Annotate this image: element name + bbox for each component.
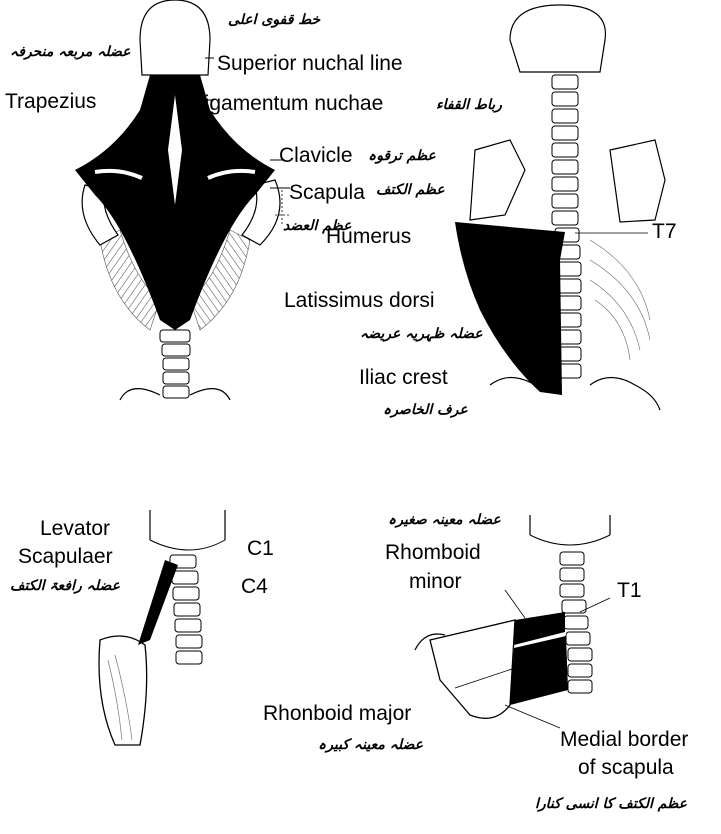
- superior-nuchal-line-urdu: خط قفوی اعلی: [228, 12, 320, 28]
- superior-nuchal-line-label: Superior nuchal line: [217, 53, 403, 75]
- levator-urdu: عضلہ رافعۃ الکتف: [10, 578, 120, 594]
- scapula-outline: [99, 636, 147, 745]
- head-outline: [530, 515, 610, 535]
- medial-border-label-line1: Medial border: [560, 729, 688, 751]
- spine-lower: [160, 330, 190, 398]
- medial-border-label-line2: of scapula: [578, 757, 674, 779]
- medial-border-urdu: عظم الکتف کا انسی کنارا: [535, 796, 687, 812]
- head-outline: [150, 510, 225, 540]
- rhomboid-major-urdu: عضلہ معینہ کبیرہ: [318, 737, 423, 753]
- rhomboid-major-label: Rhonboid major: [263, 703, 411, 725]
- scapula-urdu: عظم الکتف: [376, 182, 445, 198]
- c1-label: C1: [247, 538, 274, 560]
- head-outline: [510, 5, 605, 72]
- c4-label: C4: [241, 576, 268, 598]
- trapezius-urdu: عضلہ مربعہ منحرفہ: [10, 44, 131, 60]
- levator-scapulae-muscle: [138, 560, 178, 645]
- rhomboid-minor-urdu: عضلہ معینہ صغیرہ: [388, 512, 501, 528]
- clavicle-label: Clavicle: [279, 145, 353, 167]
- latissimus-muscle: [455, 222, 565, 395]
- scapula-label: Scapula: [289, 182, 365, 204]
- scapula-left: [470, 140, 525, 220]
- iliac-crest-label: Iliac crest: [359, 367, 448, 389]
- head-outline: [140, 0, 210, 75]
- levator-figure: [99, 510, 225, 745]
- ligamentum-nuchae-urdu: رباط القفاء: [436, 97, 502, 113]
- scapula-right: [610, 140, 665, 222]
- levator-label-line1: Levator: [40, 518, 110, 540]
- pelvis-outline: [490, 378, 660, 411]
- latissimus-dorsi-urdu: عضلہ ظہریہ عریضہ: [360, 326, 483, 342]
- rhomboid-minor-label-line2: minor: [409, 571, 462, 593]
- t1-label: T1: [617, 580, 642, 602]
- humerus-label: Humerus: [326, 226, 411, 248]
- clavicle-urdu: عظم ترقوہ: [368, 148, 436, 164]
- iliac-crest-urdu: عرف الخاصرہ: [383, 402, 468, 418]
- ligamentum-nuchae-label: ligamentum nuchae: [200, 93, 383, 115]
- levator-label-line2: Scapulaer: [18, 546, 113, 568]
- rhomboid-minor-label-line1: Rhomboid: [385, 542, 481, 564]
- t7-label: T7: [652, 221, 677, 243]
- latissimus-figure: [455, 5, 665, 410]
- latissimus-dorsi-label: Latissimus dorsi: [284, 290, 435, 312]
- trapezius-label: Trapezius: [5, 91, 96, 113]
- rhomboid-major-muscle: [510, 636, 568, 705]
